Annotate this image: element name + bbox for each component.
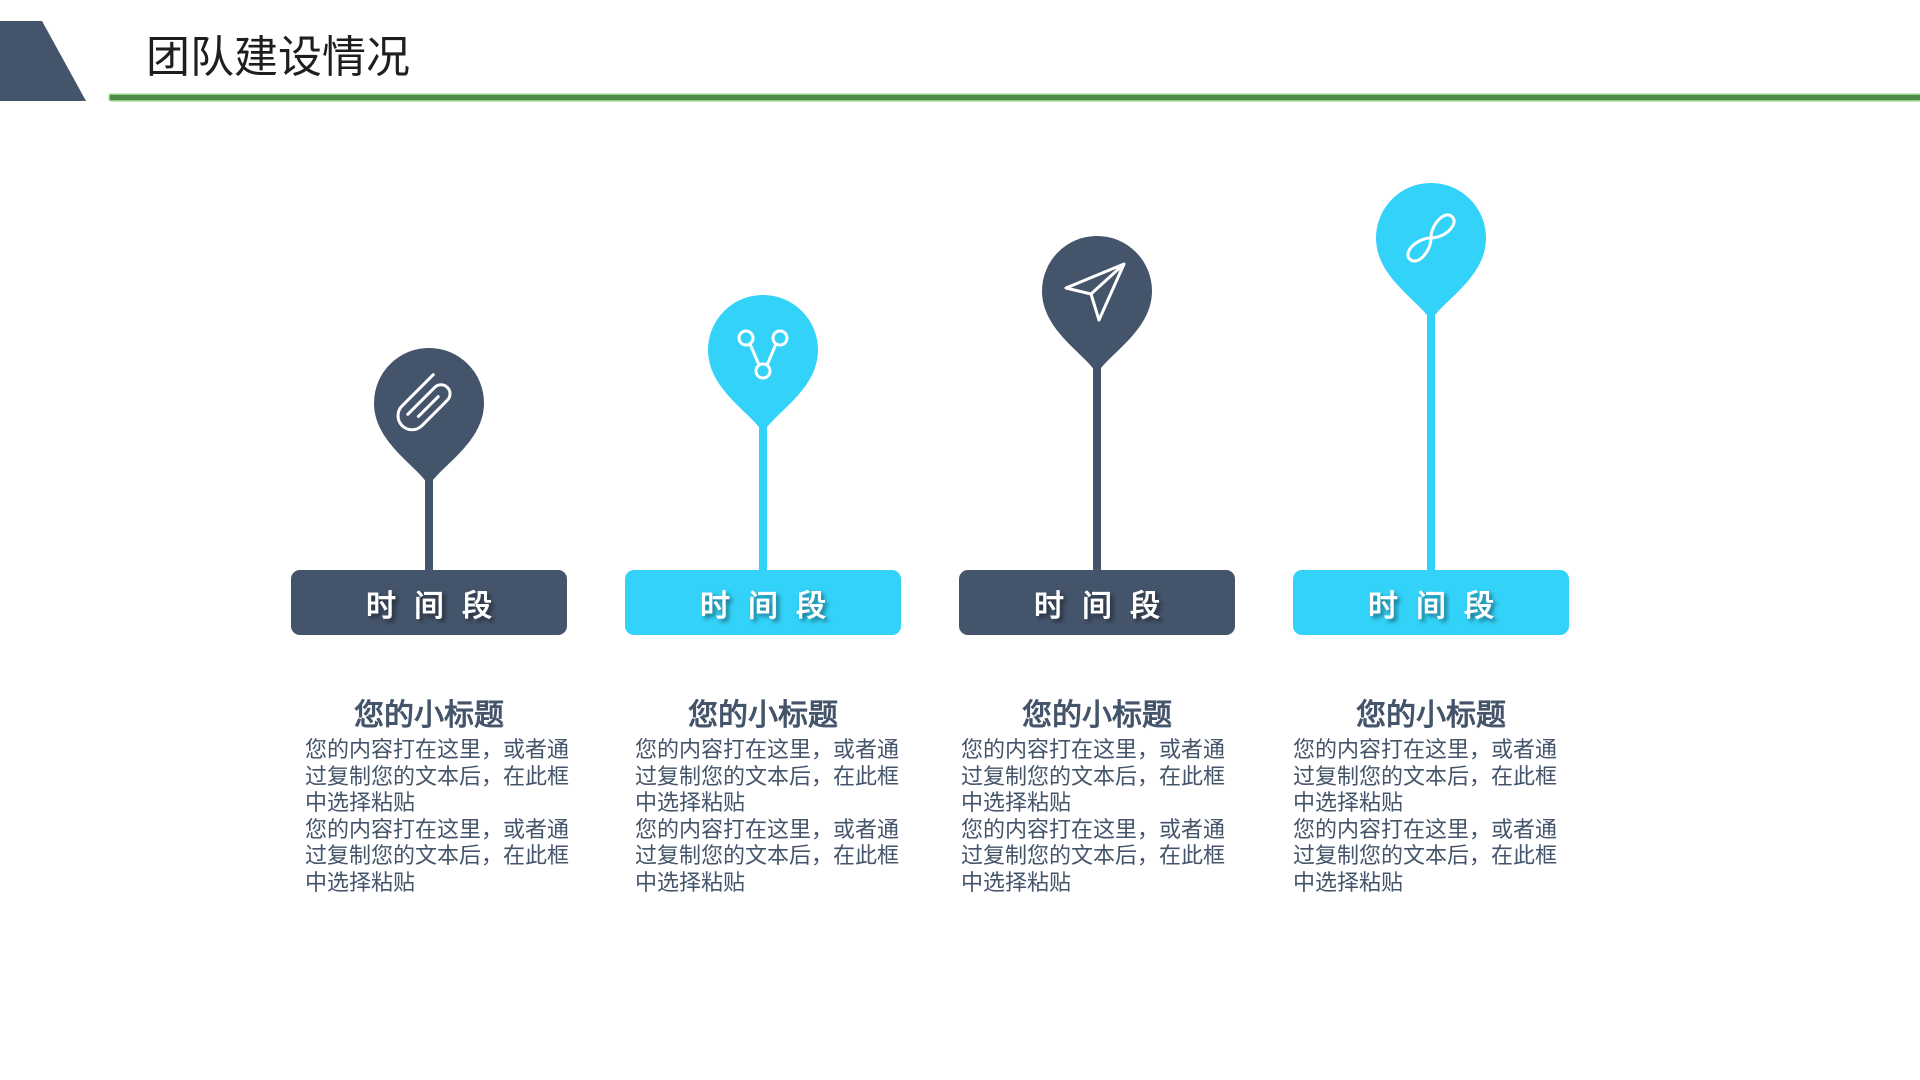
step-body-text: 您的内容打在这里，或者通过复制您的文本后，在此框中选择粘贴 您的内容打在这里，或… (1293, 738, 1563, 898)
step-subtitle: 您的小标题 (688, 698, 838, 733)
pin-stem (759, 427, 767, 570)
time-period-label: 时间段 (700, 588, 844, 624)
time-period-box: 时间段 (625, 570, 901, 635)
pin-stem (1093, 368, 1101, 570)
time-period-label: 时间段 (1368, 588, 1512, 624)
body-paragraph: 您的内容打在这里，或者通过复制您的文本后，在此框中选择粘贴 您的内容打在这里，或… (305, 738, 570, 896)
time-period-box: 时间段 (291, 570, 567, 635)
body-paragraph: 您的内容打在这里，或者通过复制您的文本后，在此框中选择粘贴 您的内容打在这里，或… (635, 738, 900, 896)
timeline-step-2: 时间段 您的小标题 您的内容打在这里，或者通过复制您的文本后，在此框中选择粘贴 … (625, 0, 901, 1080)
time-period-box: 时间段 (1293, 570, 1569, 635)
time-period-box: 时间段 (959, 570, 1235, 635)
timeline-step-4: 时间段 您的小标题 您的内容打在这里，或者通过复制您的文本后，在此框中选择粘贴 … (1293, 0, 1569, 1080)
paper-plane-icon (1064, 262, 1126, 322)
pin-marker (1042, 236, 1152, 374)
step-subtitle: 您的小标题 (1022, 698, 1172, 733)
corner-trapezoid-decoration (0, 21, 86, 101)
pin-marker (708, 295, 818, 433)
time-period-label: 时间段 (1034, 588, 1178, 624)
body-paragraph: 您的内容打在这里，或者通过复制您的文本后，在此框中选择粘贴 您的内容打在这里，或… (961, 738, 1226, 896)
timeline-step-1: 时间段 您的小标题 您的内容打在这里，或者通过复制您的文本后，在此框中选择粘贴 … (291, 0, 569, 1080)
share-nodes-icon (737, 329, 789, 380)
pin-marker (1376, 183, 1486, 321)
pin-stem (425, 480, 433, 570)
step-subtitle: 您的小标题 (354, 698, 504, 733)
title-underline (110, 95, 1920, 100)
timeline-step-3: 时间段 您的小标题 您的内容打在这里，或者通过复制您的文本后，在此框中选择粘贴 … (959, 0, 1235, 1080)
pin-stem (1427, 315, 1435, 570)
step-body-text: 您的内容打在这里，或者通过复制您的文本后，在此框中选择粘贴 您的内容打在这里，或… (635, 738, 905, 898)
step-body-text: 您的内容打在这里，或者通过复制您的文本后，在此框中选择粘贴 您的内容打在这里，或… (305, 738, 575, 898)
body-paragraph: 您的内容打在这里，或者通过复制您的文本后，在此框中选择粘贴 您的内容打在这里，或… (1293, 738, 1558, 896)
page-title: 团队建设情况 (146, 32, 410, 83)
step-body-text: 您的内容打在这里，或者通过复制您的文本后，在此框中选择粘贴 您的内容打在这里，或… (961, 738, 1231, 898)
paperclip-icon (396, 373, 452, 432)
pin-marker (374, 348, 484, 486)
time-period-label: 时间段 (366, 588, 510, 624)
infinity-link-icon (1406, 213, 1456, 263)
step-subtitle: 您的小标题 (1356, 698, 1506, 733)
